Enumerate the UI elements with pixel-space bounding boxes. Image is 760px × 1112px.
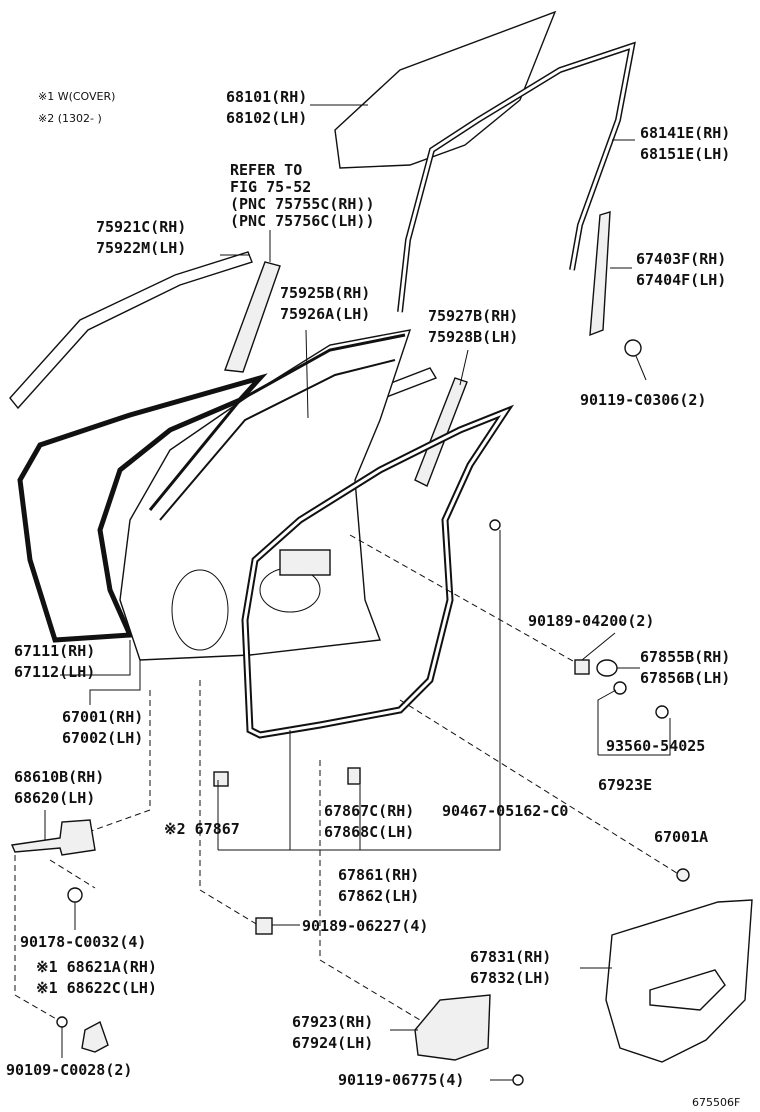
leader-plugset	[597, 689, 671, 756]
plug-93560	[613, 681, 627, 695]
clip-67867c	[347, 767, 361, 785]
label-cap: 67001A	[654, 828, 708, 846]
label-tape-lh: 75928B(LH)	[428, 328, 518, 346]
ref-line-3	[199, 680, 259, 926]
label-seal-rh: 67861(RH)	[338, 866, 419, 884]
label-tape-rh: 75927B(RH)	[428, 307, 518, 325]
label-note-ref: ※2 67867	[164, 820, 240, 838]
leader-seal	[217, 530, 501, 851]
label-refer-2: FIG 75-52	[230, 178, 311, 196]
regulator-hole	[279, 549, 331, 576]
label-mould-rh: 75921C(RH)	[96, 218, 186, 236]
label-screw2: 90119-06775(4)	[338, 1071, 464, 1089]
bolt-c0032	[67, 887, 83, 903]
label-seal-lh: 67862(LH)	[338, 887, 419, 905]
pillar-garnish	[224, 261, 281, 373]
label-film-lh: 67832(LH)	[470, 969, 551, 987]
label-plug-rh: 67855B(RH)	[640, 648, 730, 666]
check-cover	[81, 1020, 109, 1053]
label-plug-lh: 67856B(LH)	[640, 669, 730, 687]
note-2: ※2 (1302- )	[38, 112, 102, 125]
ref-line-1	[349, 534, 581, 666]
label-glass-lh: 68102(LH)	[226, 109, 307, 127]
door-check	[10, 819, 96, 856]
label-check-rh: 68610B(RH)	[14, 768, 104, 786]
clip-67867	[213, 771, 229, 787]
rear-channel	[589, 211, 611, 337]
hole-plug	[596, 659, 618, 677]
label-panel-lh: 67002(LH)	[62, 729, 143, 747]
glass-run-inner	[398, 43, 634, 313]
screw-90467	[489, 519, 501, 531]
label-cover-rh: ※1 68621A(RH)	[36, 958, 157, 976]
film-window	[649, 969, 726, 1011]
label-refer-1: REFER TO	[230, 161, 302, 179]
ref-line-2	[399, 699, 681, 876]
leader-screw1	[635, 355, 647, 381]
screw-93560	[655, 705, 669, 719]
leader-panel	[89, 660, 141, 705]
belt-moulding	[9, 251, 253, 410]
cap-67001a	[676, 868, 690, 882]
door-inner-frame	[148, 333, 406, 511]
clip-06227	[255, 917, 273, 935]
leader-garn	[305, 329, 309, 419]
label-glass-rh: 68101(RH)	[226, 88, 307, 106]
door-inner-frame-2	[159, 359, 396, 521]
leader-ws	[60, 640, 131, 676]
screw-c0306	[624, 339, 642, 357]
label-chan-rh: 67403F(RH)	[636, 250, 726, 268]
figure-number: 675506F	[692, 1096, 740, 1109]
frame-tape	[414, 377, 468, 487]
panel-hole-1	[171, 569, 229, 651]
label-panel-rh: 67001(RH)	[62, 708, 143, 726]
label-run-lh: 68151E(LH)	[640, 145, 730, 163]
label-run-rh: 68141E(RH)	[640, 124, 730, 142]
label-plug2: 93560-54025	[606, 737, 705, 755]
label-ws-rh: 67111(RH)	[14, 642, 95, 660]
label-cover-lh: ※1 68622C(LH)	[36, 979, 157, 997]
ref-line-6	[14, 845, 59, 1021]
label-pad-lh: 67924(LH)	[292, 1034, 373, 1052]
label-film-rh: 67831(RH)	[470, 948, 551, 966]
label-refer-3: (PNC 75755C(RH))	[230, 195, 375, 213]
bolt-c0028	[56, 1016, 68, 1028]
label-clip1: 90189-04200(2)	[528, 612, 654, 630]
label-ws2-rh: 67867C(RH)	[324, 802, 414, 820]
label-chan-lh: 67404F(LH)	[636, 271, 726, 289]
label-garn-rh: 75925B(RH)	[280, 284, 370, 302]
ref-line-4	[319, 760, 421, 1021]
label-refer-4: (PNC 75756C(LH))	[230, 212, 375, 230]
label-bolt1: 90178-C0032(4)	[20, 933, 146, 951]
label-screw1: 90119-C0306(2)	[580, 391, 706, 409]
note-1: ※1 W(COVER)	[38, 90, 115, 103]
label-ws-lh: 67112(LH)	[14, 663, 95, 681]
ref-line-7	[49, 859, 96, 889]
label-pad-rh: 67923(RH)	[292, 1013, 373, 1031]
label-mould-lh: 75922M(LH)	[96, 239, 186, 257]
clip-04200	[574, 659, 590, 675]
label-check-lh: 68620(LH)	[14, 789, 95, 807]
label-ws2-lh: 67868C(LH)	[324, 823, 414, 841]
label-grom: 90467-05162-C0	[442, 802, 568, 820]
label-plug-set: 67923E	[598, 776, 652, 794]
ref-line-5	[79, 690, 151, 836]
pad-67923	[414, 994, 491, 1061]
leader-tape	[459, 349, 469, 386]
door-glass	[334, 10, 557, 169]
leader-clip1	[581, 632, 616, 661]
label-bolt2: 90109-C0028(2)	[6, 1061, 132, 1079]
opening-weatherstrip-inner	[243, 408, 509, 737]
label-garn-lh: 75926A(LH)	[280, 305, 370, 323]
label-clip2: 90189-06227(4)	[302, 917, 428, 935]
screw-06775	[512, 1074, 524, 1086]
